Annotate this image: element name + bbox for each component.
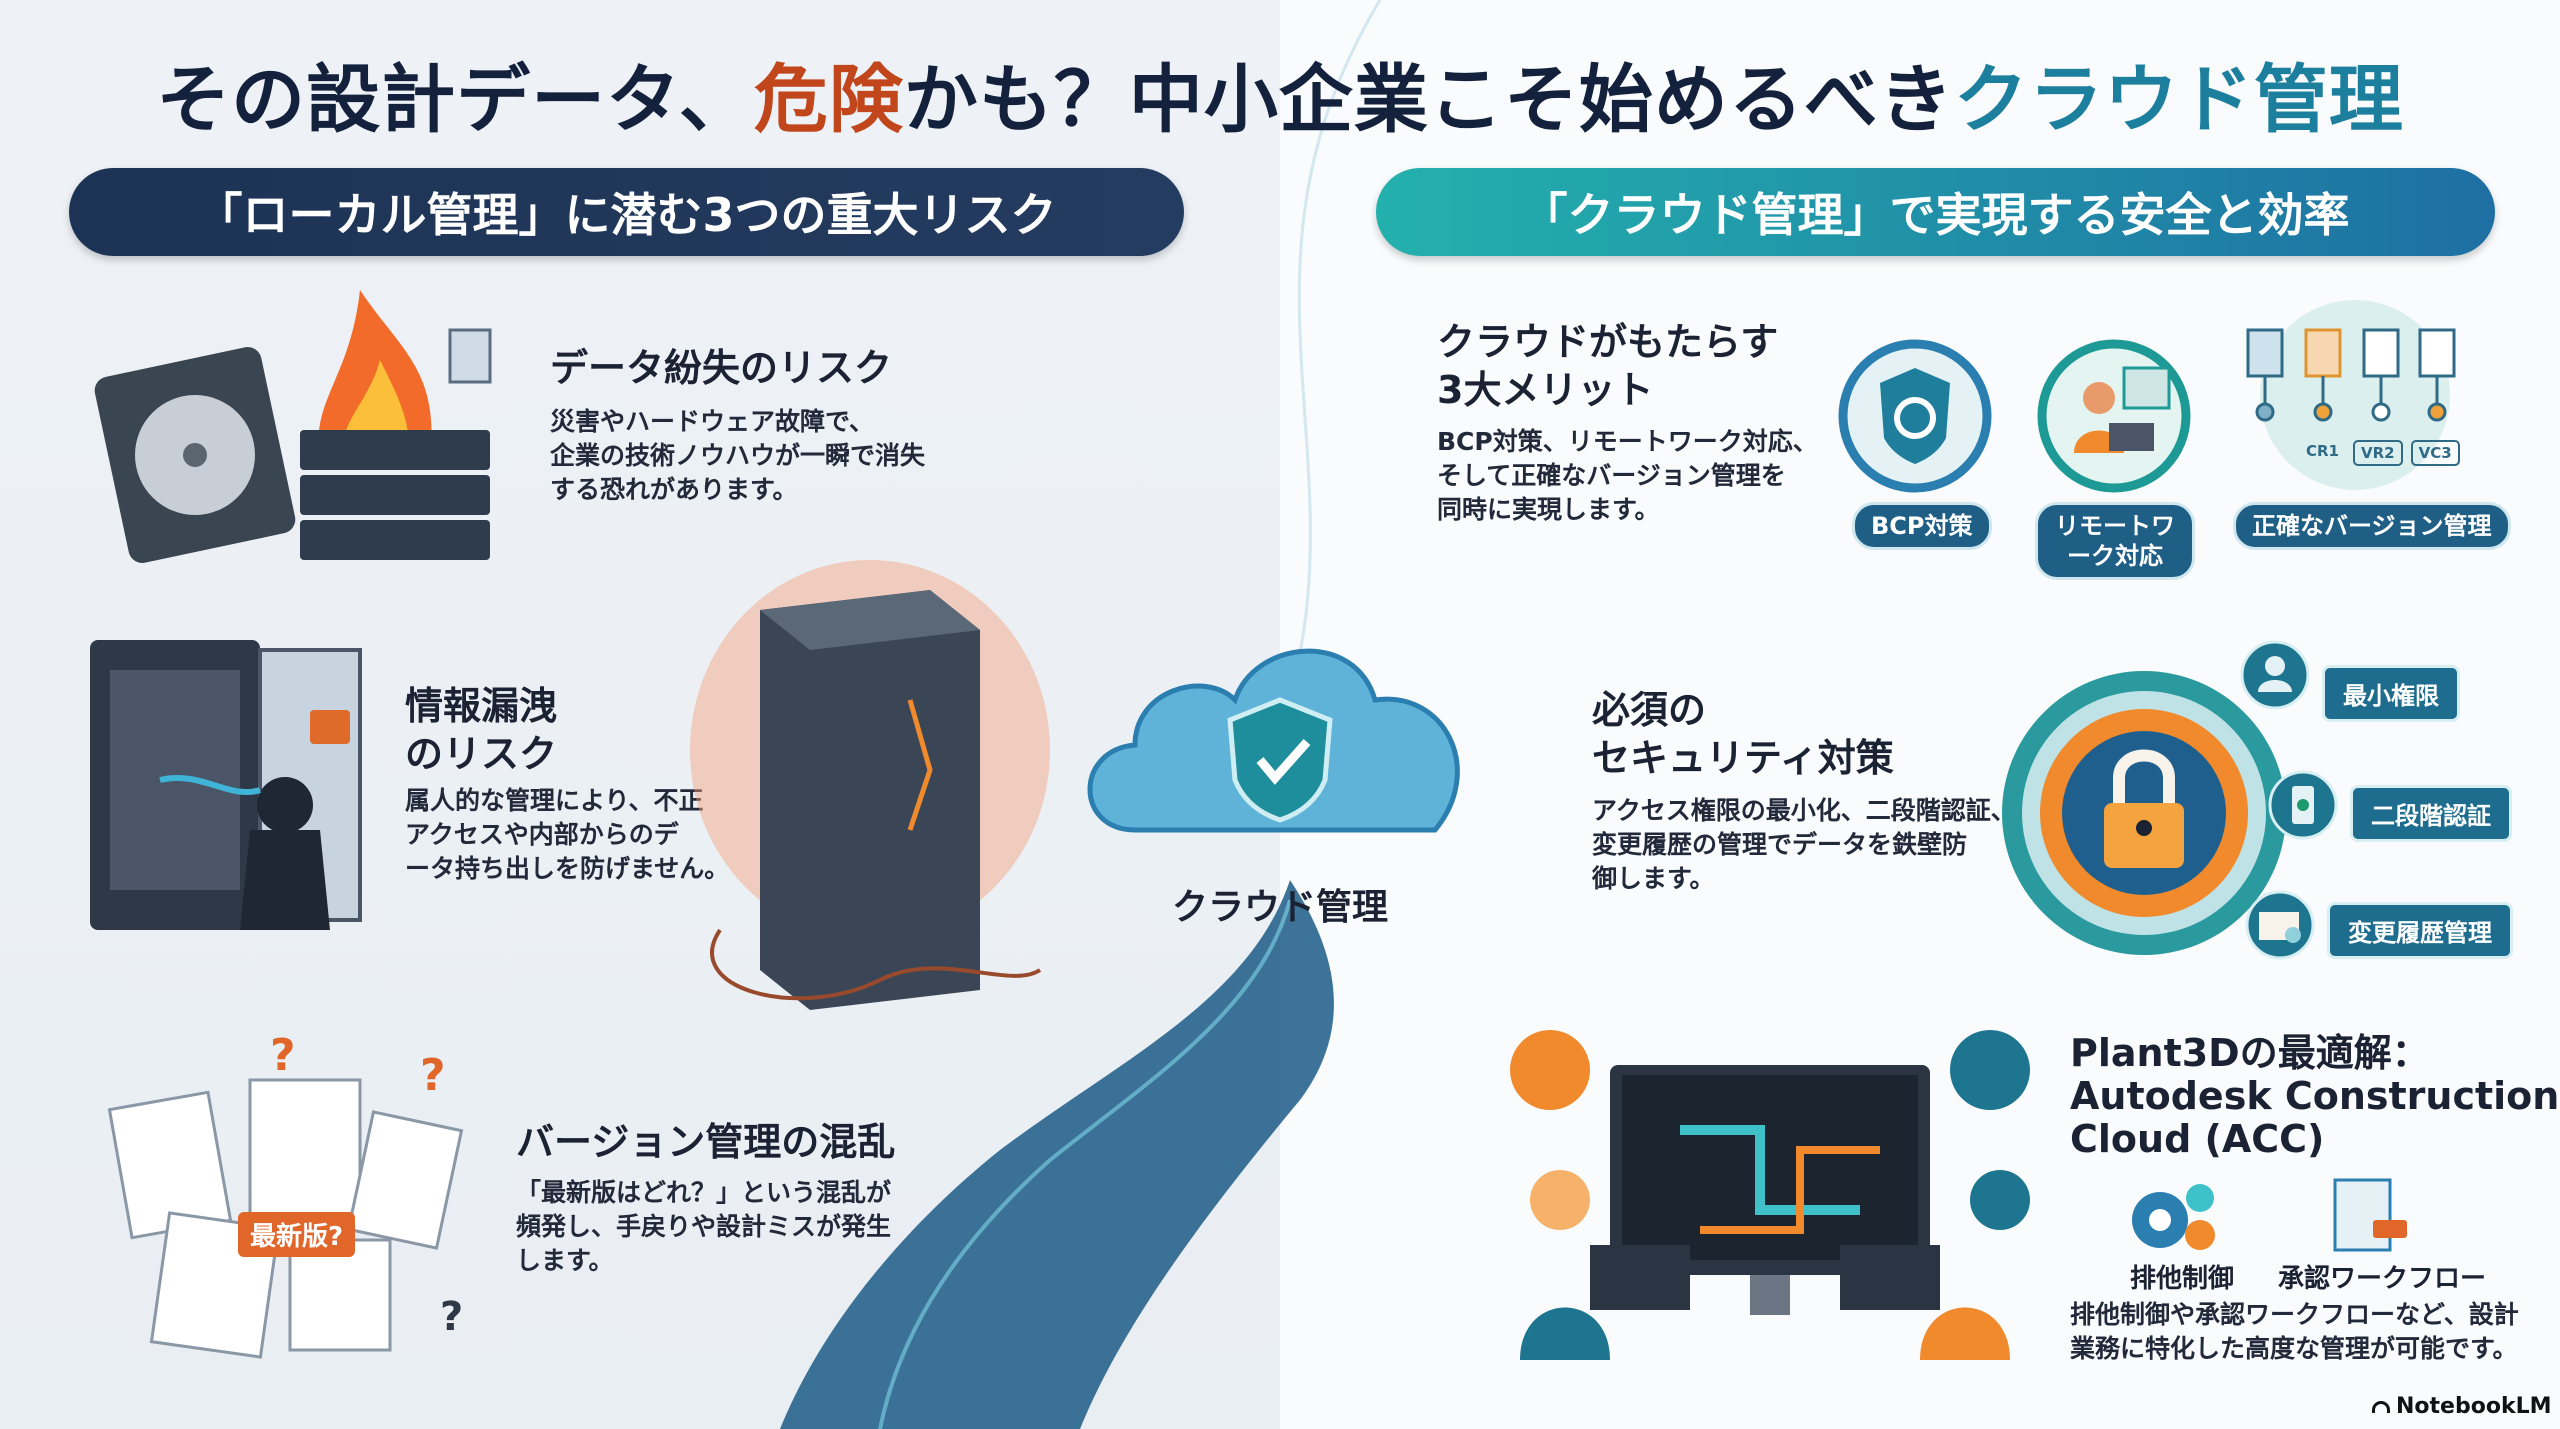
merit-bcp-label: BCP対策	[1852, 502, 1992, 550]
audit-log-book-icon	[2245, 890, 2315, 960]
feature-exclusive-control-label: 排他制御	[2130, 1264, 2235, 1294]
security-least-privilege-label: 最小権限	[2322, 665, 2460, 722]
body-line: 御します。	[1592, 864, 1715, 893]
title-line: 情報漏洩	[405, 684, 558, 728]
risk-data-loss-title: データ紛失のリスク	[550, 346, 893, 390]
server-intruder-icon	[90, 640, 362, 930]
version-label: VR2	[2353, 440, 2403, 466]
version-labels: CR1 VR2 VC3	[2300, 440, 2460, 466]
body-line: 同時に実現します。	[1437, 495, 1660, 524]
risk-leak-body: 属人的な管理により、不正アクセスや内部からのデータ持ち出しを防げません。	[405, 784, 729, 886]
title-line: Plant3Dの最適解：	[2070, 1031, 2430, 1075]
body-line: 「最新版はどれ？」という混乱が	[516, 1178, 892, 1207]
merits-body: BCP対策、リモートワーク対応、そして正確なバージョン管理を同時に実現します。	[1437, 425, 1818, 527]
bcp-shield-icon	[1838, 339, 1992, 493]
title-line: Autodesk Construction	[2070, 1074, 2560, 1118]
merit-remote-label: リモートワーク対応	[2035, 502, 2195, 580]
team-plant3d-monitor-illustration	[1510, 1030, 2030, 1360]
feature-approval-workflow-label: 承認ワークフロー	[2278, 1264, 2487, 1294]
notebooklm-logo-icon	[2372, 1400, 2390, 1413]
svg-text:?: ?	[440, 1294, 463, 1340]
broken-hdd-server-fire-icon	[94, 290, 492, 563]
title-part: その設計データ、	[156, 57, 754, 143]
body-line: 頻発し、手戻りや設計ミスが発生	[516, 1212, 892, 1241]
body-line: 属人的な管理により、不正	[405, 786, 704, 815]
risk-leak-title: 情報漏洩のリスク	[405, 682, 557, 778]
version-label: CR1	[2306, 442, 2339, 460]
title-line: セキュリティ対策	[1592, 736, 1894, 780]
brand-label: NotebookLM	[2396, 1394, 2552, 1419]
title-line: のリスク	[405, 732, 558, 776]
acc-body: 排他制御や承認ワークフローなど、設計業務に特化した高度な管理が可能です。	[2070, 1298, 2519, 1366]
damaged-server-rack-icon	[690, 560, 1050, 1010]
title-line: Cloud (ACC)	[2070, 1117, 2325, 1161]
body-line: BCP対策、リモートワーク対応、	[1437, 427, 1818, 456]
merit-version-label: 正確なバージョン管理	[2233, 502, 2511, 550]
notebooklm-watermark: NotebookLM	[2372, 1394, 2551, 1419]
title-cloud: クラウド管理	[1953, 57, 2404, 143]
padlock-rings-icon	[2002, 671, 2286, 955]
body-line: 災害やハードウェア故障で、	[550, 407, 875, 436]
title-line: 必須の	[1592, 688, 1707, 732]
risk-data-loss-body: 災害やハードウェア故障で、企業の技術ノウハウが一瞬で消失する恐れがあります。	[550, 405, 925, 507]
local-risks-banner: 「ローカル管理」に潜む3つの重大リスク	[69, 168, 1184, 256]
title-line: 3大メリット	[1437, 368, 1654, 412]
user-icon	[2240, 640, 2310, 710]
scattered-documents-icon: ???	[107, 1030, 464, 1359]
title-line: クラウドがもたらす	[1437, 320, 1779, 364]
version-label: VC3	[2410, 440, 2460, 466]
risk-version-body: 「最新版はどれ？」という混乱が頻発し、手戻りや設計ミスが発生します。	[516, 1176, 891, 1278]
body-line: 変更履歴の管理でデータを鉄壁防	[1592, 830, 1968, 859]
cloud-management-label: クラウド管理	[1172, 887, 1389, 928]
body-line: アクセス権限の最小化、二段階認証、	[1592, 796, 2016, 825]
title-danger: 危険	[753, 57, 904, 143]
security-body: アクセス権限の最小化、二段階認証、変更履歴の管理でデータを鉄壁防御します。	[1592, 794, 2016, 896]
body-line: ータ持ち出しを防げません。	[405, 854, 730, 883]
approval-stamp-document-icon	[2333, 1178, 2407, 1252]
remote-work-icon	[2037, 339, 2191, 493]
body-line: 業務に特化した高度な管理が可能です。	[2070, 1334, 2518, 1363]
body-line: する恐れがあります。	[550, 475, 798, 504]
body-line: 排他制御や承認ワークフローなど、設計	[2070, 1300, 2519, 1329]
page-title: その設計データ、危険かも？中小企業こそ始めるべきクラウド管理	[0, 40, 2560, 147]
latest-version-tag: 最新版?	[238, 1212, 356, 1257]
security-2fa-label: 二段階認証	[2350, 785, 2512, 842]
body-line: アクセスや内部からのデ	[405, 820, 679, 849]
body-line: します。	[516, 1246, 614, 1275]
body-line: そして正確なバージョン管理を	[1437, 461, 1786, 490]
gears-icon	[2132, 1184, 2215, 1250]
two-factor-phone-icon	[2268, 770, 2338, 840]
security-title: 必須のセキュリティ対策	[1592, 686, 1894, 782]
svg-text:?: ?	[420, 1050, 446, 1101]
cloud-shield-icon	[1087, 648, 1460, 833]
risk-version-title: バージョン管理の混乱	[516, 1120, 896, 1164]
title-part: かも？中小企業こそ始めるべき	[903, 57, 1954, 143]
security-audit-label: 変更履歴管理	[2327, 902, 2513, 959]
body-line: 企業の技術ノウハウが一瞬で消失	[550, 441, 926, 470]
cloud-benefits-banner: 「クラウド管理」で実現する安全と効率	[1376, 168, 2495, 256]
svg-text:?: ?	[270, 1030, 296, 1081]
